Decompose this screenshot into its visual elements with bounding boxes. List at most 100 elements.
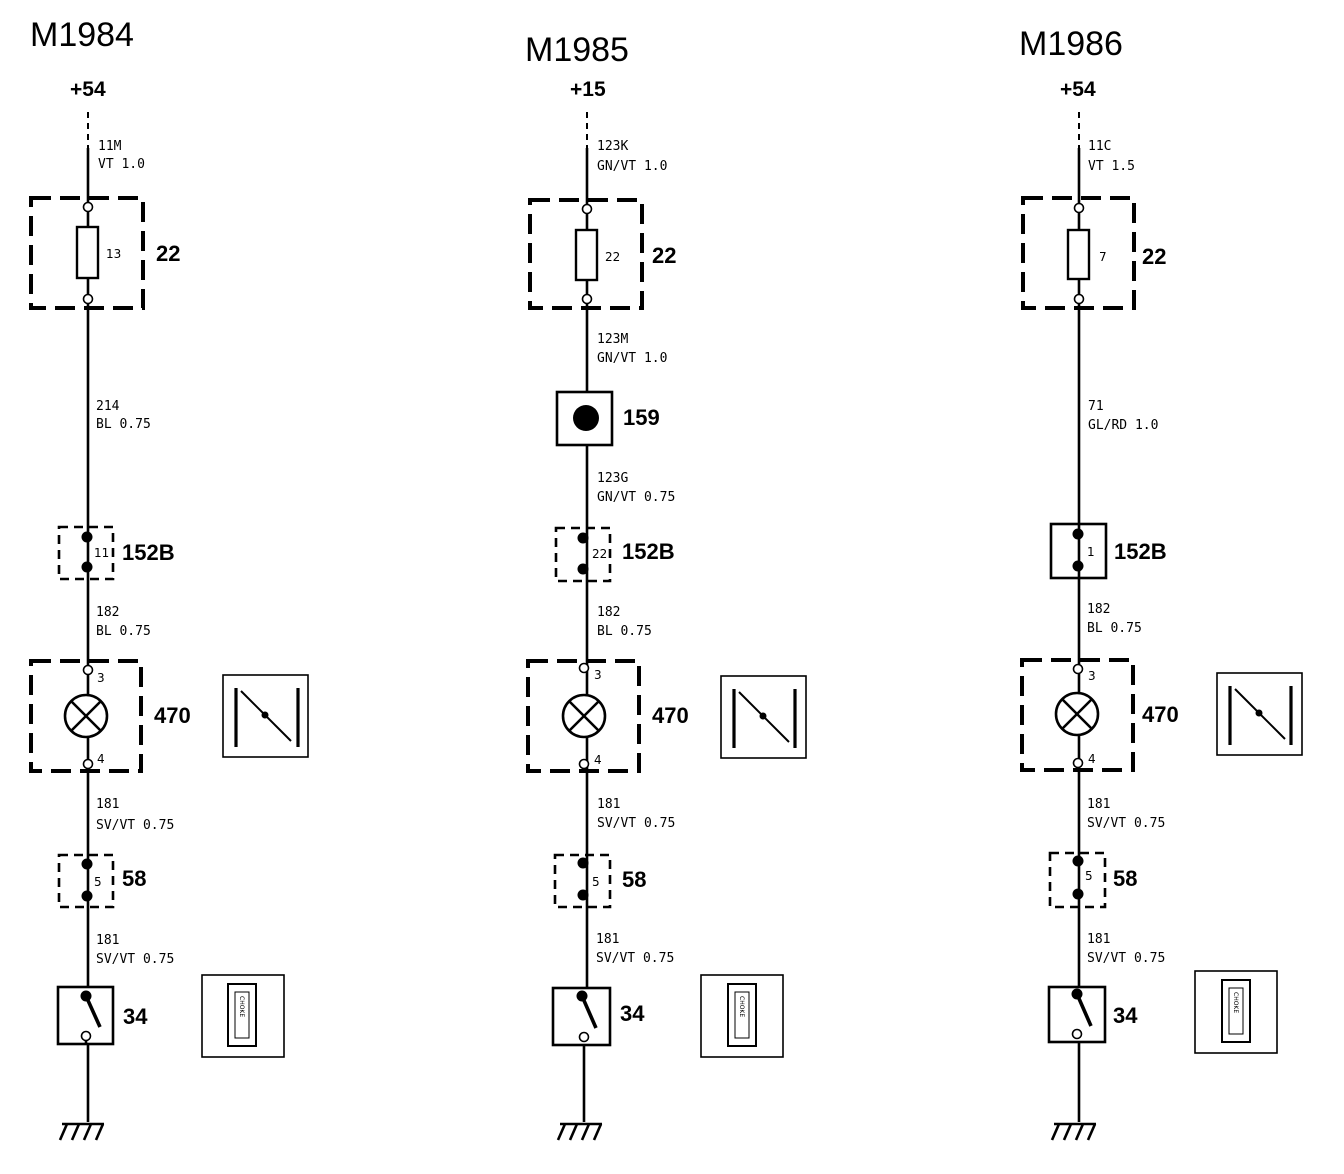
wire-spec: GN/VT 0.75 — [597, 490, 675, 505]
connector-pin-number: 5 — [592, 875, 600, 889]
connector-pin-dot — [577, 857, 589, 869]
model-title: M1986 — [1019, 25, 1123, 63]
supply-label: +54 — [1060, 78, 1096, 101]
lamp-box-outline — [526, 659, 641, 773]
connector-pin-dot — [577, 889, 589, 901]
connector-label: 58 — [1113, 866, 1137, 891]
wire-spec: SV/VT 0.75 — [1087, 951, 1165, 966]
ground-hatch — [1086, 1123, 1097, 1141]
circuit-column-m1986: M1986 +54 11C VT 1.5 7 22 71 GL/RD 1.0 1… — [1019, 25, 1303, 1141]
wire-id: 182 — [1087, 602, 1110, 617]
ground-hatch — [568, 1123, 579, 1141]
wire-id: 123G — [597, 471, 628, 486]
ground-hatch — [70, 1123, 81, 1141]
connector-pin-dot — [577, 532, 589, 544]
connector-outline — [1049, 522, 1108, 580]
switch-label: 34 — [123, 1004, 148, 1029]
wire-spec: VT 1.0 — [98, 157, 145, 172]
connector-label: 152B — [622, 539, 675, 564]
wire-id: 181 — [597, 797, 620, 812]
ground-hatch — [580, 1123, 591, 1141]
connector-outline — [554, 526, 612, 583]
fuse-icon — [75, 225, 100, 280]
connector-label: 152B — [122, 540, 175, 565]
switch-lever — [84, 995, 102, 1028]
connector-pin-number: 11 — [94, 546, 109, 560]
connector-outline — [553, 853, 612, 909]
supply-label: +54 — [70, 78, 106, 101]
connector-outline — [57, 525, 115, 581]
wire-spec: BL 0.75 — [597, 624, 652, 639]
splice-label: 159 — [623, 405, 660, 430]
fuse-icon — [574, 228, 599, 282]
wire-spec: GN/VT 1.0 — [597, 351, 667, 366]
connector-label: 152B — [1114, 539, 1167, 564]
wire-id: 181 — [96, 933, 119, 948]
choke-knob-text: CHOKE — [738, 996, 745, 1017]
wire-spec: BL 0.75 — [96, 624, 151, 639]
wire-id: 11M — [98, 139, 122, 154]
ground-hatch — [1074, 1123, 1085, 1141]
wire-spec: SV/VT 0.75 — [597, 816, 675, 831]
lamp-pin-out: 4 — [1088, 752, 1096, 766]
fuse-box-outline — [528, 198, 644, 310]
wire-spec: SV/VT 0.75 — [96, 818, 174, 833]
ground-hatch — [82, 1123, 93, 1141]
ground-hatch — [94, 1123, 105, 1141]
lamp-cross — [568, 700, 600, 732]
fuse-icon — [1066, 228, 1091, 281]
fuse-terminal — [82, 201, 94, 213]
lamp-terminal — [1072, 663, 1084, 675]
wire-id: 123M — [597, 332, 628, 347]
switch-label: 34 — [620, 1001, 645, 1026]
supply-label: +15 — [570, 78, 606, 101]
fuse-box-label: 22 — [1142, 244, 1166, 269]
ground-hatch — [58, 1123, 69, 1141]
switch-contact — [80, 1030, 92, 1042]
connector-pin-dot — [1072, 888, 1084, 900]
lamp-pin-out: 4 — [97, 752, 105, 766]
wire-id: 181 — [596, 932, 619, 947]
ground-hatch — [1050, 1123, 1061, 1141]
wire-id: 11C — [1088, 139, 1111, 154]
connector-pin-number: 22 — [592, 547, 607, 561]
fuse-box-outline — [29, 196, 145, 310]
switch-lever — [1075, 993, 1093, 1027]
choke-knob-inner — [234, 991, 250, 1039]
circuit-column-m1984: M1984 +54 11M VT 1.0 13 22 214 BL 0.75 1… — [29, 16, 309, 1141]
ground-hatch — [592, 1123, 603, 1141]
lamp-terminal — [82, 758, 94, 770]
fuse-terminal — [1073, 202, 1085, 214]
lamp-pin-out: 4 — [594, 753, 602, 767]
wire-id: 182 — [597, 605, 620, 620]
model-title: M1984 — [30, 16, 134, 54]
connector-pin-dot — [1072, 855, 1084, 867]
fuse-box-label: 22 — [156, 241, 180, 266]
wire-id: 181 — [1087, 932, 1110, 947]
ground-hatch — [1062, 1123, 1073, 1141]
choke-knob-text: CHOKE — [1232, 992, 1239, 1013]
connector-pin-dot — [1072, 560, 1084, 572]
lamp-label: 470 — [1142, 702, 1179, 727]
wire-id: 182 — [96, 605, 119, 620]
lamp-pin-in: 3 — [1088, 669, 1096, 683]
connector-label: 58 — [622, 867, 646, 892]
lamp-terminal — [578, 662, 590, 674]
lamp-terminal — [1072, 757, 1084, 769]
wire-id: 71 — [1088, 399, 1104, 414]
switch-contact — [578, 1031, 590, 1043]
fuse-box-label: 22 — [652, 243, 676, 268]
wire-id: 181 — [1087, 797, 1110, 812]
splice-dot — [573, 405, 599, 431]
connector-pin-number: 1 — [1087, 545, 1095, 559]
connector-pin-dot — [577, 563, 589, 575]
model-title: M1985 — [525, 31, 629, 69]
fuse-terminal — [1073, 293, 1085, 305]
circuit-column-m1985: M1985 +15 123K GN/VT 1.0 22 22 123M GN/V… — [525, 31, 807, 1141]
connector-pin-number: 5 — [94, 875, 102, 889]
wire-id: 181 — [96, 797, 119, 812]
wire-spec: GN/VT 1.0 — [597, 159, 667, 174]
choke-knob-inner — [734, 991, 750, 1039]
connector-pin-dot — [81, 890, 93, 902]
